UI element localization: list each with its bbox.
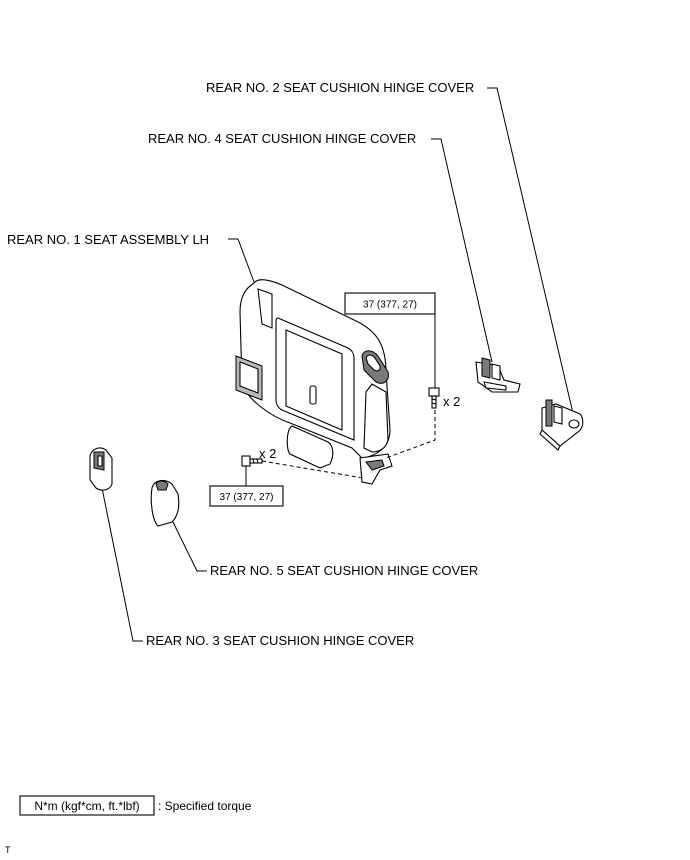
rear-no2-hinge-cover-drawing <box>539 399 584 451</box>
legend-box <box>19 795 155 816</box>
label-rear-no4-hinge-cover: REAR NO. 4 SEAT CUSHION HINGE COVER <box>148 131 416 146</box>
legend-description: : Specified torque <box>158 799 252 813</box>
rear-no4-hinge-cover-drawing <box>475 357 521 393</box>
label-rear-no5-hinge-cover: REAR NO. 5 SEAT CUSHION HINGE COVER <box>210 563 478 578</box>
upper-bolt-path <box>385 410 436 459</box>
release-lever-knob <box>365 354 381 372</box>
lower-bolt-quantity: x 2 <box>259 446 276 461</box>
leader-rear-no4-hinge-cover <box>431 138 493 363</box>
upper-bolt-group: 37 (377, 27) x 2 <box>344 292 460 459</box>
legend-box-text: N*m (kgf*cm, ft.*lbf) <box>34 799 139 813</box>
leader-rear-no2-hinge-cover <box>487 87 576 423</box>
label-rear-no3-hinge-cover: REAR NO. 3 SEAT CUSHION HINGE COVER <box>146 633 414 648</box>
label-rear-no2-hinge-cover: REAR NO. 2 SEAT CUSHION HINGE COVER <box>206 80 474 95</box>
lower-torque-value: 37 (377, 27) <box>220 492 274 503</box>
seat-hinge-bracket-detail <box>365 459 385 471</box>
lower-torque-box <box>209 485 284 507</box>
rear-no3-hinge-cover-drawing <box>89 447 113 491</box>
label-rear-no1-seat-assembly: REAR NO. 1 SEAT ASSEMBLY LH <box>7 232 209 247</box>
seatback-side-rim <box>363 383 389 453</box>
upper-bolt-icon <box>428 387 440 409</box>
corner-mark: T <box>5 845 11 855</box>
leader-rear-no1-seat-assembly <box>228 238 255 283</box>
leader-rear-no3-hinge-cover <box>100 482 143 642</box>
seatback-recess <box>285 329 343 431</box>
rear-no5-hinge-cover-drawing <box>150 479 180 527</box>
strap-slot <box>309 385 317 405</box>
leader-rear-no5-hinge-cover <box>171 519 207 572</box>
lower-bolt-path <box>261 460 364 479</box>
upper-torque-value: 37 (377, 27) <box>363 300 417 311</box>
side-pocket-inner <box>239 361 259 394</box>
lower-bolt-group: x 2 37 (377, 27) <box>209 446 364 507</box>
rear-no1-seat-assembly-drawing <box>235 279 393 485</box>
upper-torque-box <box>344 292 436 315</box>
torque-legend: N*m (kgf*cm, ft.*lbf) : Specified torque <box>19 795 252 816</box>
seatback-top-fold <box>257 288 273 329</box>
upper-bolt-quantity: x 2 <box>443 394 460 409</box>
seat-cushion-leg <box>286 425 334 469</box>
